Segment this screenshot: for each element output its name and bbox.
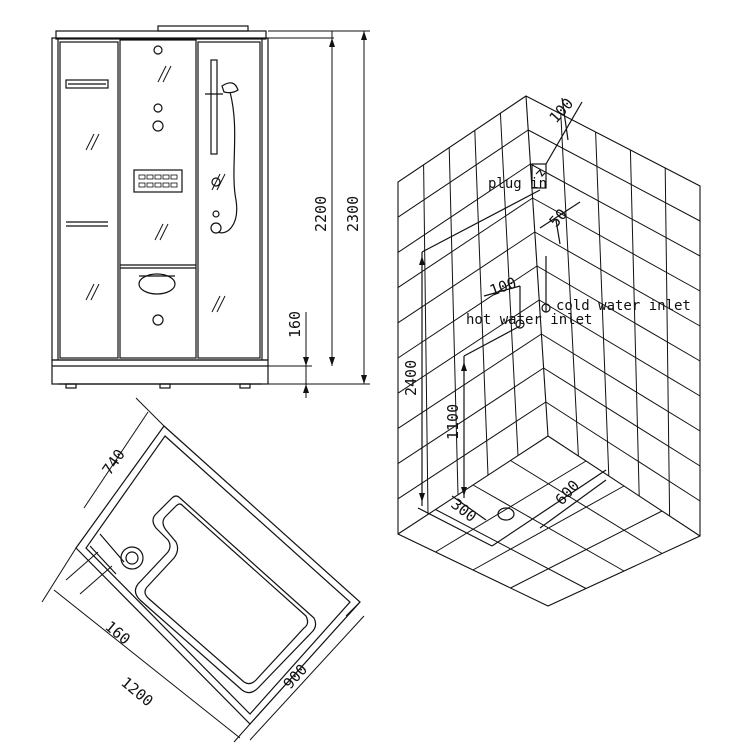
roof-vent xyxy=(157,25,249,32)
center-back-panel xyxy=(119,39,197,359)
dim-length: 1200 xyxy=(117,673,156,710)
front-elevation-view xyxy=(51,25,370,398)
shower-hose xyxy=(217,91,238,234)
jet-nozzle xyxy=(212,210,220,218)
wall-plumbing-view xyxy=(397,95,701,607)
hot-water-valve xyxy=(515,319,525,329)
control-panel xyxy=(133,169,183,193)
corner-shelf xyxy=(65,79,109,89)
dim-base-height: 160 xyxy=(286,311,304,338)
shower-riser-bar xyxy=(210,59,218,155)
plug-socket xyxy=(531,163,547,189)
tray-outline-outer xyxy=(75,425,361,725)
tray-outline-inner xyxy=(85,435,351,715)
label-cold-water-inlet: cold water inlet xyxy=(556,298,691,314)
jet-nozzle xyxy=(153,45,163,55)
dim-plug-offset: 100 xyxy=(546,94,578,126)
dim-drain-offset: 160 xyxy=(101,617,133,648)
dim-plug-height: 2400 xyxy=(402,360,420,396)
dim-cold-offset: 50 xyxy=(546,205,571,230)
tray-basin xyxy=(134,495,317,694)
cold-water-valve xyxy=(541,303,551,313)
dim-drain-x: 300 xyxy=(448,495,480,526)
shower-base xyxy=(51,359,269,385)
jet-nozzle xyxy=(153,103,163,113)
dim-inlet-height: 1100 xyxy=(444,404,462,440)
dim-width: 900 xyxy=(280,660,312,692)
tray-plan-view xyxy=(41,397,365,743)
dim-overall-height: 2300 xyxy=(344,196,362,232)
right-glass-door xyxy=(197,41,261,359)
label-hot-water-inlet: hot water inlet xyxy=(466,312,592,328)
jet-nozzle xyxy=(152,120,164,132)
dim-drain-y: 600 xyxy=(552,476,584,508)
left-glass-door xyxy=(59,41,119,359)
jet-nozzle xyxy=(211,177,221,187)
wall-corner-outline xyxy=(397,95,701,607)
plumbing-routing xyxy=(417,97,607,547)
dim-seat-depth: 740 xyxy=(99,446,129,479)
drain-outlet xyxy=(120,546,144,570)
seat-cushion xyxy=(138,273,176,295)
wall-tile-grid xyxy=(397,113,701,589)
hand-shower-head xyxy=(221,82,239,94)
dim-cabin-height: 2200 xyxy=(312,196,330,232)
label-plug-in: plug in xyxy=(488,176,547,192)
jet-nozzle xyxy=(152,314,164,326)
floor-drain xyxy=(497,507,515,521)
dim-hot-offset: 100 xyxy=(487,274,519,300)
